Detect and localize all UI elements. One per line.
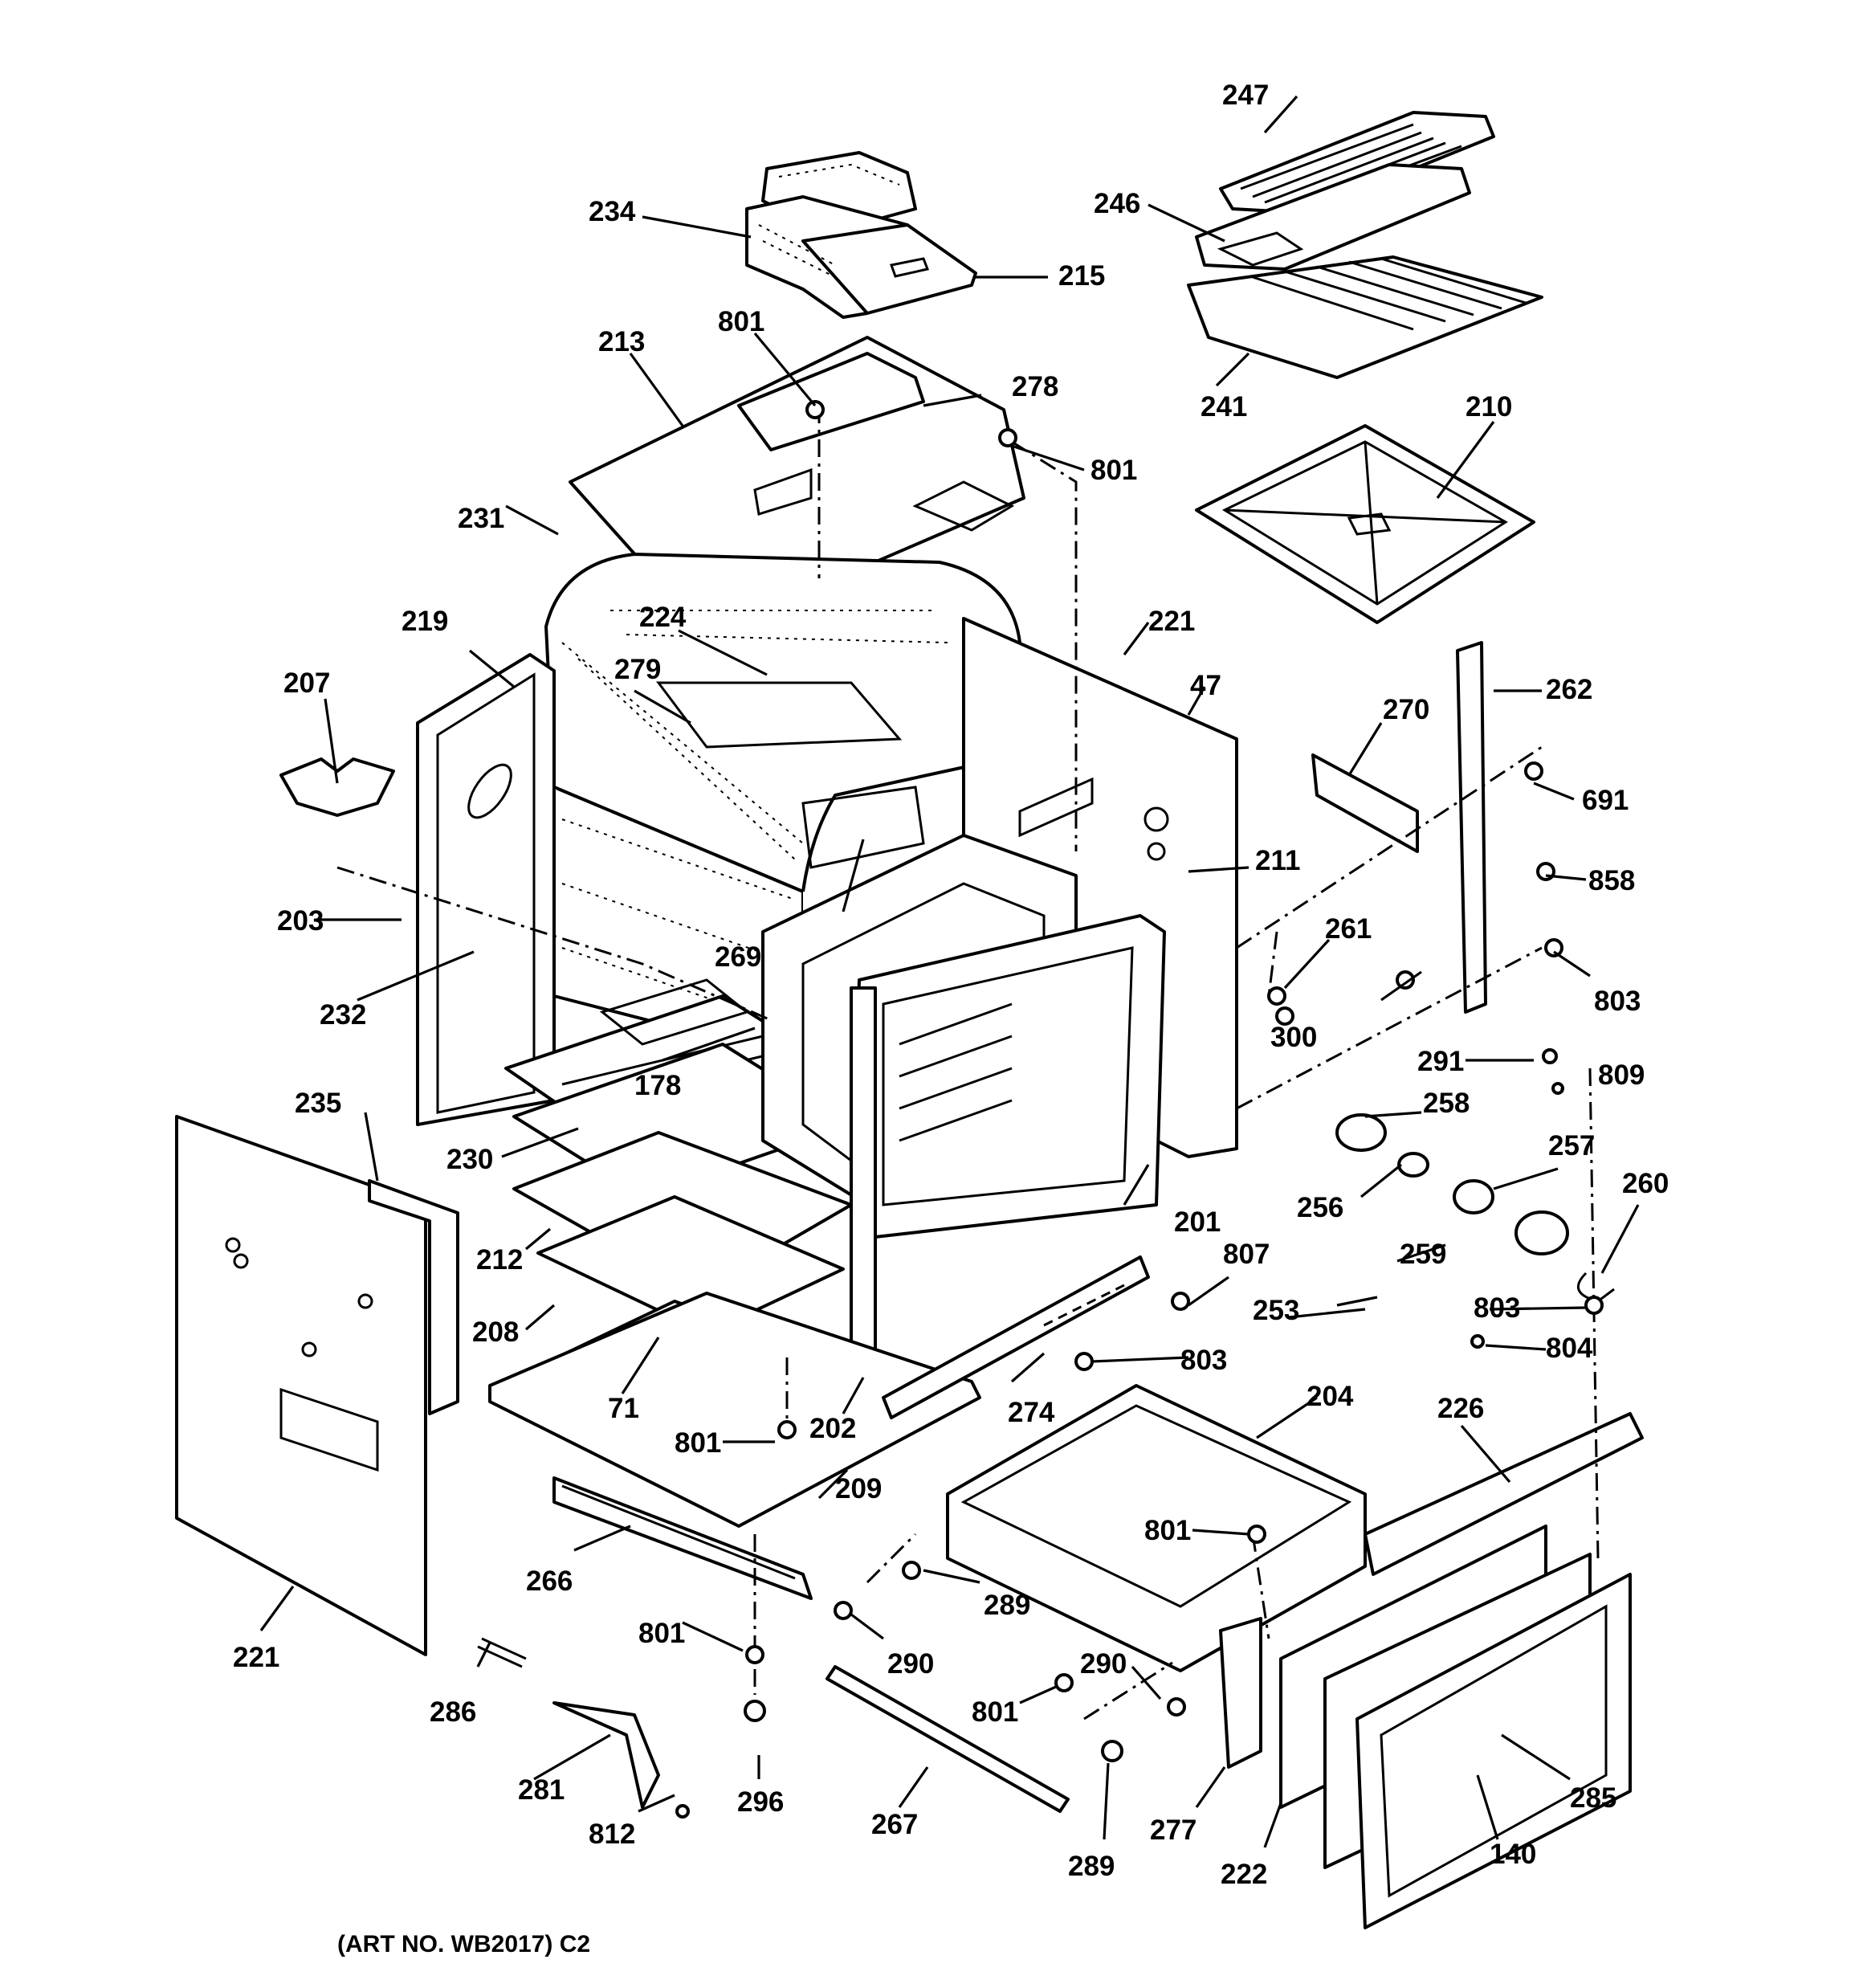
label-290-b: 290 xyxy=(1080,1648,1127,1680)
label-812: 812 xyxy=(589,1819,635,1850)
label-221-b: 221 xyxy=(233,1642,279,1673)
label-202: 202 xyxy=(809,1413,856,1444)
label-213: 213 xyxy=(598,326,645,357)
label-212: 212 xyxy=(476,1244,523,1276)
label-807: 807 xyxy=(1223,1239,1270,1270)
label-274: 274 xyxy=(1008,1397,1055,1428)
label-803-a: 803 xyxy=(1594,986,1641,1017)
leader-lines xyxy=(259,95,1640,1848)
label-256: 256 xyxy=(1297,1192,1343,1223)
storage-drawer xyxy=(946,1384,1367,1672)
vent-duct-assembly xyxy=(745,151,977,319)
vertical-trim-strip xyxy=(1456,641,1487,1014)
back-panel xyxy=(175,1115,427,1656)
small-brackets xyxy=(477,1637,660,1809)
label-258: 258 xyxy=(1423,1088,1470,1119)
label-207: 207 xyxy=(283,667,330,699)
label-211: 211 xyxy=(1255,845,1300,876)
label-803-c: 803 xyxy=(1180,1345,1227,1376)
label-226: 226 xyxy=(1437,1393,1484,1424)
label-804: 804 xyxy=(1546,1333,1593,1364)
clip-bracket-207 xyxy=(279,757,395,817)
label-209: 209 xyxy=(835,1473,882,1504)
label-858: 858 xyxy=(1588,865,1635,896)
label-691: 691 xyxy=(1582,785,1629,816)
label-801-c: 801 xyxy=(675,1427,721,1459)
label-222: 222 xyxy=(1221,1859,1267,1890)
label-71: 71 xyxy=(608,1393,639,1424)
lamp-assembly xyxy=(1335,1113,1615,1303)
label-235: 235 xyxy=(295,1088,341,1119)
label-289-a: 289 xyxy=(984,1590,1030,1621)
label-269: 269 xyxy=(715,941,761,973)
label-246: 246 xyxy=(1094,188,1140,219)
art-number: (ART NO. WB2017) C2 xyxy=(337,1931,590,1957)
label-300: 300 xyxy=(1270,1022,1317,1053)
bracket-plate-270 xyxy=(1311,753,1419,853)
label-210: 210 xyxy=(1466,391,1512,423)
label-262: 262 xyxy=(1546,674,1592,705)
label-267: 267 xyxy=(871,1809,918,1840)
label-261: 261 xyxy=(1325,913,1372,945)
front-trim-bar xyxy=(1364,1412,1644,1576)
label-270: 270 xyxy=(1383,694,1429,725)
left-side-panel xyxy=(416,653,556,1126)
label-178: 178 xyxy=(634,1070,681,1101)
label-204: 204 xyxy=(1307,1381,1354,1412)
label-290-a: 290 xyxy=(887,1648,934,1680)
label-278: 278 xyxy=(1012,371,1058,402)
label-224: 224 xyxy=(639,602,687,633)
label-279: 279 xyxy=(614,654,661,685)
label-47: 47 xyxy=(1190,670,1221,701)
label-231: 231 xyxy=(458,503,504,534)
label-201: 201 xyxy=(1174,1206,1221,1238)
fasteners xyxy=(675,400,1604,1819)
label-234: 234 xyxy=(589,196,636,227)
label-232: 232 xyxy=(320,999,366,1031)
label-219: 219 xyxy=(402,606,448,637)
burner-box xyxy=(488,1292,981,1600)
label-809: 809 xyxy=(1598,1059,1645,1091)
label-801-d: 801 xyxy=(1144,1515,1191,1546)
drawer-side-bracket xyxy=(1219,1617,1262,1769)
label-291: 291 xyxy=(1417,1046,1464,1077)
label-247: 247 xyxy=(1222,80,1269,111)
label-801-b: 801 xyxy=(1090,455,1137,486)
label-203: 203 xyxy=(277,905,324,937)
label-215: 215 xyxy=(1058,260,1105,292)
drawer-front-panels xyxy=(1279,1525,1632,1929)
label-241: 241 xyxy=(1201,391,1247,423)
label-277: 277 xyxy=(1150,1815,1196,1846)
oven-frame xyxy=(761,834,1166,1367)
label-801-e: 801 xyxy=(638,1618,685,1649)
label-285: 285 xyxy=(1570,1782,1616,1814)
label-253: 253 xyxy=(1253,1295,1299,1326)
label-801-a: 801 xyxy=(718,306,764,337)
label-230: 230 xyxy=(446,1144,493,1175)
side-rail xyxy=(882,1255,1150,1419)
label-803-b: 803 xyxy=(1474,1292,1520,1324)
callout-labels: 247 234 246 215 801 213 278 241 210 801 … xyxy=(233,80,1669,1890)
label-801-f: 801 xyxy=(972,1696,1018,1728)
label-221-a: 221 xyxy=(1148,606,1195,637)
label-257: 257 xyxy=(1548,1130,1595,1161)
label-286: 286 xyxy=(430,1696,476,1728)
drawer-slide-rail xyxy=(826,1665,1070,1813)
label-266: 266 xyxy=(526,1565,573,1597)
rear-bracket xyxy=(368,1179,459,1415)
drip-pan xyxy=(1195,424,1535,624)
label-289-b: 289 xyxy=(1068,1851,1115,1882)
label-208: 208 xyxy=(472,1316,519,1348)
label-260: 260 xyxy=(1622,1168,1669,1199)
label-259: 259 xyxy=(1400,1239,1446,1270)
label-296: 296 xyxy=(737,1786,784,1818)
broiler-pan-and-rack xyxy=(1187,111,1543,379)
label-281: 281 xyxy=(518,1774,565,1806)
label-140: 140 xyxy=(1490,1839,1536,1870)
